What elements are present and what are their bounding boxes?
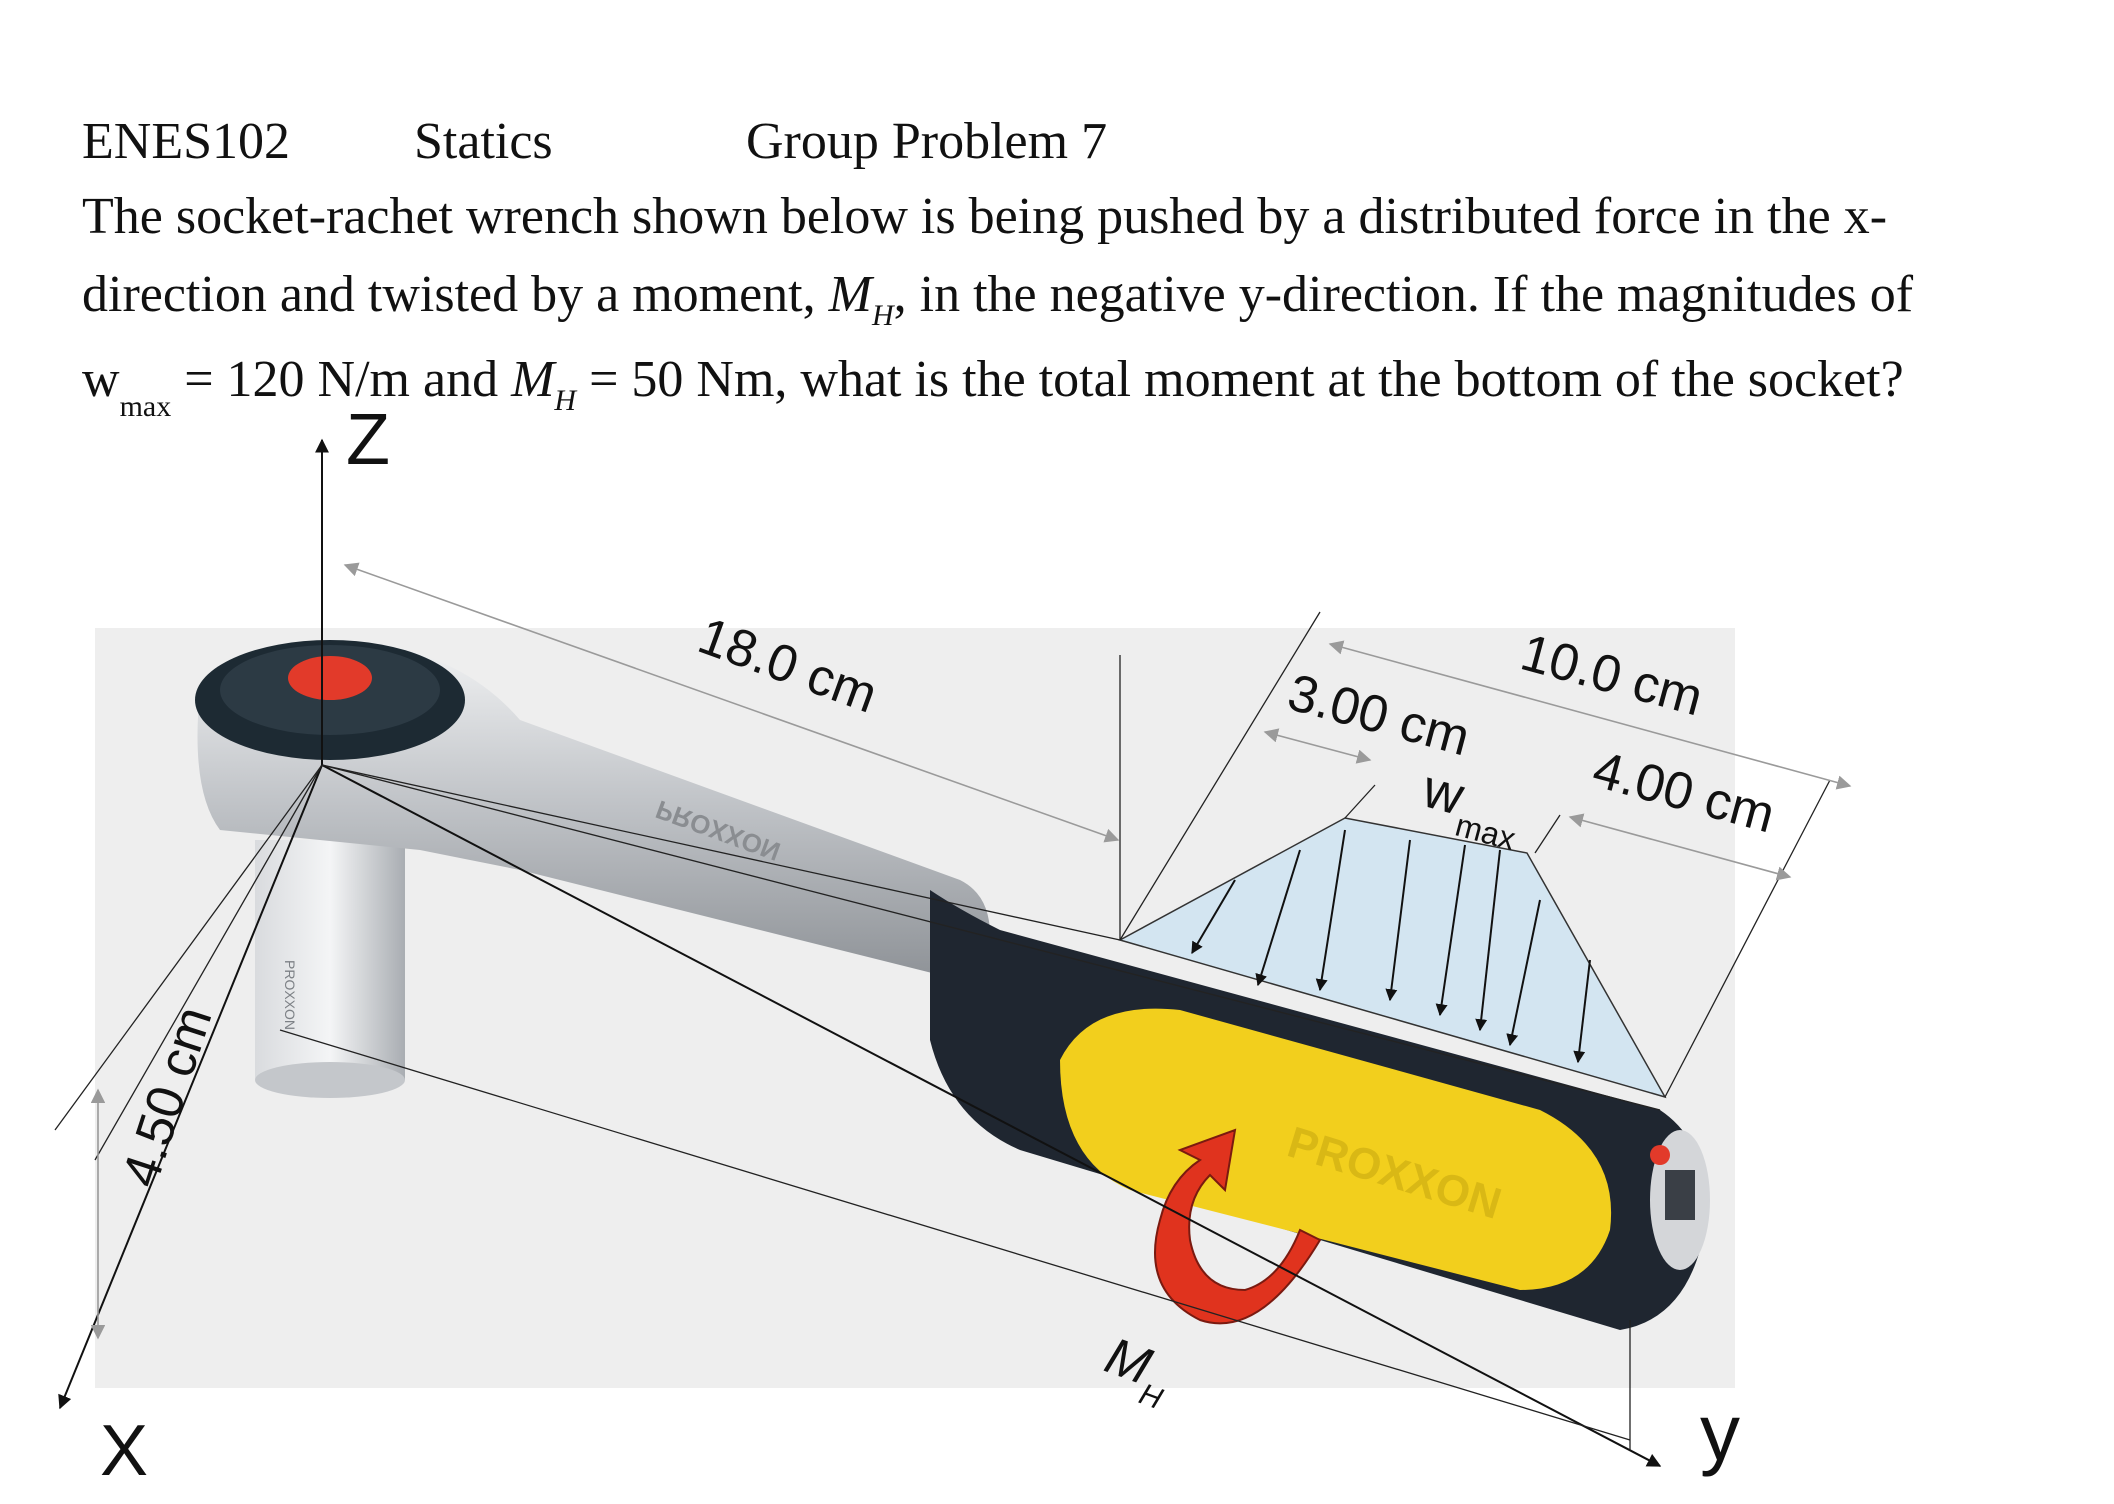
course-subject: Statics [414,113,553,170]
ratchet-cap [288,656,372,700]
dimension-arrows [90,562,1852,1340]
problem-text-segment: direction and twisted by a moment, [82,266,829,323]
socket [255,840,405,1098]
brand-engraving-socket: PROXXON [282,960,298,1030]
axis-label-y: y [1700,1388,1740,1477]
moment-symbol: M [511,351,555,408]
moment-subscript: H [554,384,577,417]
wrench-handle [930,890,1710,1330]
axis-label-x: X [100,1411,148,1491]
problem-number: Group Problem 7 [746,113,1108,170]
problem-text-segment: = 50 Nm, what is the total moment at the… [576,351,1904,408]
problem-statement: The socket-rachet wrench shown below is … [82,178,2042,426]
load-subscript: max [119,390,172,423]
problem-line-3: wmax = 120 N/m and MH = 50 Nm, what is t… [82,341,2042,426]
moment-subscript: H [871,299,894,332]
dim-10cm-line [1328,640,1852,790]
problem-line-2: direction and twisted by a moment, MH, i… [82,256,2042,341]
dim-18cm-line [343,562,1120,843]
load-symbol: w [82,351,120,408]
moment-arrow [1154,1128,1322,1325]
moment-symbol: M [828,266,872,323]
axis-label-z: Z [346,400,390,480]
course-code: ENES102 [82,113,290,170]
problem-line-1: The socket-rachet wrench shown below is … [82,188,1888,245]
distributed-load [1118,817,1667,1099]
y-axis [321,764,1662,1467]
dim-3cm-line [1263,728,1372,764]
dim-4cm-line [1568,813,1792,881]
problem-text-segment: , in the negative y-direction. If the ma… [893,266,1914,323]
problem-text-segment: = 120 N/m and [171,351,512,408]
load-arrows [1191,829,1591,1064]
